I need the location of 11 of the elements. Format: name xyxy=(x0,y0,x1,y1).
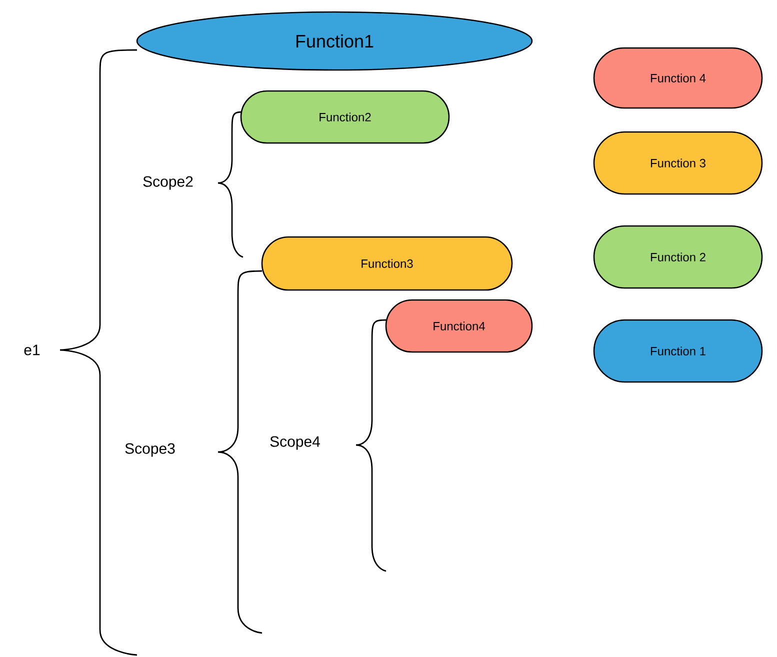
bracket-label: Scope2 xyxy=(143,176,193,190)
function-pill: Function 2 xyxy=(593,225,763,289)
function-pill: Function 1 xyxy=(593,319,763,383)
bracket-label: Scope3 xyxy=(125,443,175,457)
bracket-label: e1 xyxy=(24,344,40,356)
function-pill: Function2 xyxy=(240,90,450,144)
function-pill: Function3 xyxy=(261,236,513,291)
function-pill: Function 3 xyxy=(593,131,763,195)
function-pill: Function 4 xyxy=(593,47,763,109)
bracket-label: Scope4 xyxy=(270,436,320,450)
function-pill: Function4 xyxy=(385,299,533,353)
